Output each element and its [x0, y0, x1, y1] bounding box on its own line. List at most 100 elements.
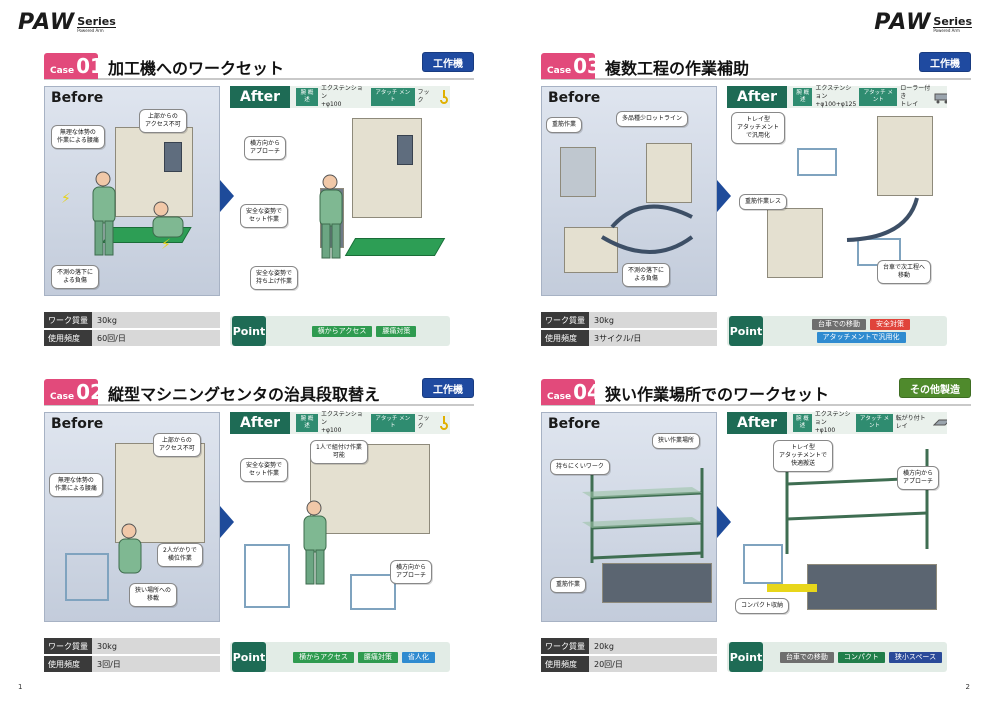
category-tag: 工作機: [422, 378, 474, 398]
point-box: Point 横からアクセス 腰痛対策 省人化: [230, 642, 450, 672]
before-callout: 上部からの アクセス不可: [153, 433, 201, 457]
before-callout: 上部からの アクセス不可: [139, 109, 187, 133]
point-label: Point: [729, 316, 763, 346]
before-callout: 狭い場所への 移載: [129, 583, 178, 607]
machine-tool: [767, 208, 823, 278]
point-tag: 台車での移動: [779, 651, 834, 663]
before-to-after-arrow-icon: [717, 506, 731, 538]
work-table: [807, 564, 937, 610]
before-callout: 無理な体勢の 作業による腰痛: [49, 473, 103, 497]
after-header: After 腕 概述 エクステンション +φ100 アタッチ メント フック: [230, 411, 450, 434]
machine-tool: [646, 143, 692, 203]
point-tag: 腰痛対策: [357, 651, 398, 663]
after-callout: 安全な姿勢で セット作業: [240, 204, 289, 228]
point-tag: 省人化: [401, 651, 435, 663]
after-callout: 横方向から アプローチ: [244, 136, 287, 160]
case-number-badge: Case 02: [44, 379, 104, 405]
case-title: 狭い作業場所でのワークセット: [605, 385, 830, 404]
before-callout: 2人がかりで 横位作業: [157, 543, 203, 567]
before-illustration: Before 重筋作業 多品種少ロットライン 不測の落下に よる負傷: [541, 86, 717, 296]
point-box: Point 台車での移動 安全対策 アタッチメントで汎用化: [727, 316, 947, 346]
case-header: Case 04 狭い作業場所でのワークセット その他製造: [541, 376, 971, 406]
after-callout: 台車で次工程へ 移動: [877, 260, 932, 284]
before-callout: 多品種少ロットライン: [616, 111, 689, 127]
before-illustration: Before 上部からの アクセス不可 無理な体勢の 作業による腰痛 2人がかり…: [44, 412, 220, 622]
point-tag: 台車での移動: [812, 319, 866, 330]
point-box: Point 台車での移動 コンパクト 狭小スペース: [727, 642, 947, 672]
before-label: Before: [51, 416, 104, 432]
after-illustration: After 腕 概述 エクステンション +φ100+φ125 アタッチ メント …: [727, 85, 948, 296]
case-03: Case 03 複数工程の作業補助 工作機 Before 重筋作業 多品種少ロッ…: [541, 50, 971, 350]
storage-marker: [767, 584, 817, 592]
page-number: 1: [18, 683, 23, 691]
before-to-after-arrow-icon: [717, 180, 731, 212]
logo-sub: Powered Arm: [77, 28, 104, 33]
after-callout: 1人で組付け作業 可能: [310, 440, 368, 464]
case-title: 加工機へのワークセット: [108, 59, 285, 78]
work-table: [602, 563, 712, 603]
after-label: After: [727, 412, 788, 434]
after-illustration: After 腕 概述 エクステンション +φ100 アタッチ メント フック 横…: [230, 85, 450, 296]
before-callout: 持ちにくいワーク: [550, 459, 610, 475]
before-label: Before: [51, 90, 104, 106]
after-callout: トレイ型 アタッチメント で汎用化: [731, 112, 786, 144]
point-tag: 横からアクセス: [311, 325, 373, 337]
worker-figure: [303, 500, 327, 585]
before-illustration: Before ⚡ ⚡ 上部からの アクセス不可 無理な体勢の 作業による腰痛 不…: [44, 86, 220, 296]
point-label: Point: [232, 316, 266, 346]
point-tag: 狭小スペース: [888, 651, 943, 663]
before-label: Before: [548, 416, 601, 432]
worker-figure: [92, 171, 116, 256]
arm-spec: 腕 概述 エクステンション +φ100+φ125 アタッチ メント ローラー付き…: [793, 85, 948, 108]
case-number-badge: Case 04: [541, 379, 601, 405]
worker-figure: [319, 174, 343, 259]
category-tag: 工作機: [919, 52, 971, 72]
roller-tray-icon: [934, 93, 948, 104]
after-label: After: [230, 412, 291, 434]
pain-mark-icon: ⚡: [161, 237, 171, 253]
case-header: Case 01 加工機へのワークセット 工作機: [44, 50, 474, 80]
arm-spec: 腕 概述 エクステンション +φ100 アタッチ メント 転がり付トレイ: [793, 411, 948, 434]
logo-series: Series: [933, 15, 972, 28]
process-flow-arrow-icon: [846, 197, 919, 242]
before-callout: 無理な体勢の 作業による腰痛: [51, 125, 105, 149]
before-callout: 不測の落下に よる負傷: [51, 265, 100, 289]
machine-cage: [560, 147, 596, 197]
logo-sub: Powered Arm: [933, 28, 960, 33]
case-number-badge: Case 03: [541, 53, 601, 79]
arm-spec: 腕 概述 エクステンション +φ100 アタッチ メント フック: [296, 411, 450, 434]
after-header: After 腕 概述 エクステンション +φ100 アタッチ メント 転がり付ト…: [727, 411, 948, 434]
cart: [65, 553, 109, 601]
machine-tool: [352, 118, 422, 218]
worker-figure: [152, 201, 184, 238]
after-header: After 腕 概述 エクステンション +φ100+φ125 アタッチ メント …: [727, 85, 948, 108]
point-tag: 腰痛対策: [376, 325, 417, 337]
logo-series: Series: [77, 15, 116, 28]
cart: [797, 148, 837, 176]
before-label: Before: [548, 90, 601, 106]
category-tag: その他製造: [899, 378, 971, 398]
worker-figure: [118, 523, 142, 574]
after-callout: 横方向から アプローチ: [897, 466, 940, 490]
power-arm-base: [743, 544, 783, 584]
case-title: 複数工程の作業補助: [605, 59, 750, 78]
case-header: Case 02 縦型マシニングセンタの治具段取替え 工作機: [44, 376, 474, 406]
before-callout: 重筋作業: [550, 577, 587, 593]
point-tag: アタッチメントで汎用化: [816, 332, 906, 343]
after-label: After: [727, 86, 788, 108]
case-title: 縦型マシニングセンタの治具段取替え: [108, 385, 381, 404]
machine-tool: [115, 127, 193, 217]
before-illustration: Before 狭い作業場所 持ちにくいワーク 重筋作業: [541, 412, 717, 622]
machine-tool: [877, 116, 933, 196]
case-number-badge: Case 01: [44, 53, 104, 79]
logo-mark: PAW: [18, 10, 76, 35]
page-number: 2: [965, 683, 970, 691]
before-callout: 不測の落下に よる負傷: [622, 263, 671, 287]
